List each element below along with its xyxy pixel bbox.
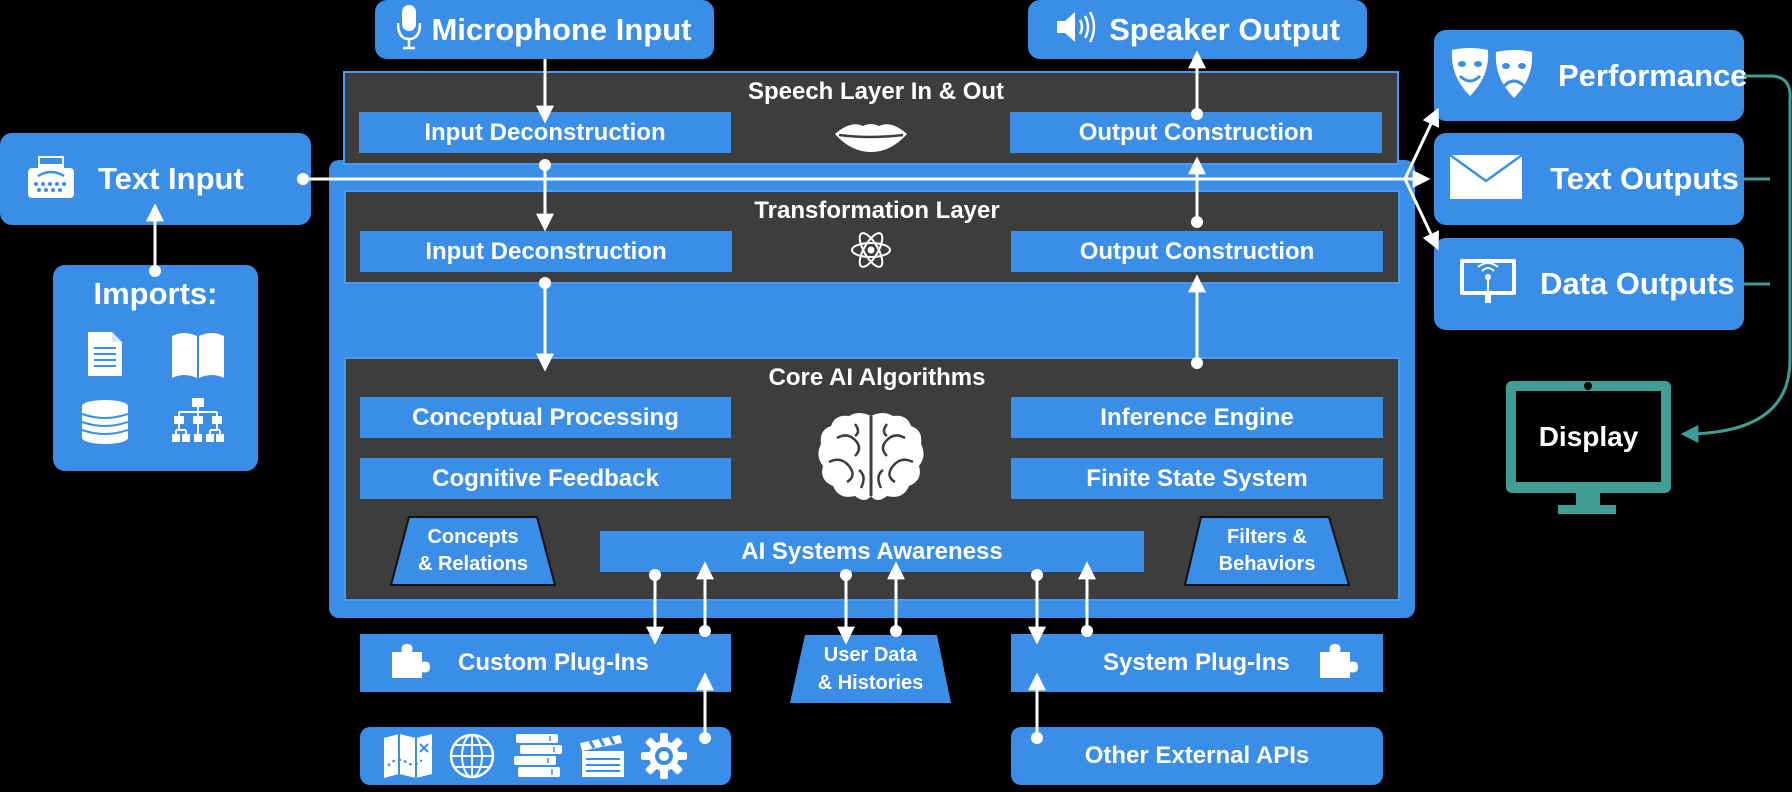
document-icon — [86, 330, 124, 383]
text-input-label: Text Input — [98, 161, 244, 196]
puzzle-icon — [1318, 642, 1358, 685]
globe-icon — [448, 732, 496, 785]
transformation-layer-title: Transformation Layer — [754, 197, 1000, 224]
user-data-label: User Data & Histories — [817, 644, 924, 694]
display-base — [1558, 505, 1616, 514]
atom-icon — [850, 228, 892, 277]
org-chart-icon — [170, 396, 226, 451]
typewriter-icon — [26, 154, 76, 205]
text-outputs-card: Text Outputs — [1434, 133, 1744, 225]
speaker-output-label: Speaker Output — [1109, 11, 1340, 47]
custom-plugins-label: Custom Plug-Ins — [458, 649, 649, 676]
data-outputs-label: Data Outputs — [1540, 266, 1735, 301]
performance-label: Performance — [1558, 57, 1748, 93]
ai-systems-awareness: AI Systems Awareness — [600, 531, 1144, 572]
finite-state-system: Finite State System — [1011, 458, 1383, 499]
books-icon — [512, 732, 564, 785]
other-apis-card: Other External APIs — [1011, 727, 1383, 785]
custom-plugins-card: Custom Plug-Ins — [360, 634, 731, 692]
display-monitor-icon: Display — [1506, 381, 1671, 493]
inference-engine: Inference Engine — [1011, 397, 1383, 438]
performance-card: Performance — [1434, 30, 1748, 121]
transformation-output-construction: Output Construction — [1011, 231, 1383, 272]
monitor-signal-icon — [1458, 257, 1518, 312]
brain-icon — [815, 410, 927, 509]
data-outputs-card: Data Outputs — [1434, 238, 1744, 330]
other-apis-label: Other External APIs — [1084, 742, 1310, 769]
system-plugins-label: System Plug-Ins — [1103, 649, 1290, 676]
microphone-input-label: Microphone Input — [431, 11, 692, 47]
transformation-input-deconstruction: Input Deconstruction — [360, 231, 732, 272]
core-ai-title: Core AI Algorithms — [768, 364, 986, 391]
book-icon — [170, 330, 226, 385]
theater-masks-icon — [1448, 46, 1538, 105]
puzzle-icon — [390, 642, 430, 685]
microphone-icon — [397, 3, 422, 56]
envelope-icon — [1448, 153, 1524, 206]
concepts-relations-label: Concepts & Relations — [417, 526, 529, 575]
display-label: Display — [1538, 420, 1639, 452]
database-icon — [80, 398, 130, 451]
gear-icon — [640, 732, 688, 785]
speech-layer-title: Speech Layer In & Out — [747, 78, 1005, 105]
text-outputs-label: Text Outputs — [1550, 161, 1739, 196]
filters-behaviors-label: Filters & Behaviors — [1218, 526, 1316, 575]
speaker-output-card: Speaker Output — [1028, 0, 1367, 59]
clapperboard-icon — [578, 733, 626, 784]
system-plugins-card: System Plug-Ins — [1011, 634, 1383, 692]
lips-icon — [833, 118, 909, 159]
display-screen: Display — [1516, 391, 1661, 482]
microphone-input-card: Microphone Input — [375, 0, 714, 59]
display-neck — [1576, 493, 1600, 507]
cognitive-feedback: Cognitive Feedback — [360, 458, 731, 499]
speaker-icon — [1055, 9, 1097, 50]
imports-label: Imports: — [93, 276, 218, 311]
conceptual-processing: Conceptual Processing — [360, 397, 731, 438]
map-icon — [382, 732, 434, 785]
